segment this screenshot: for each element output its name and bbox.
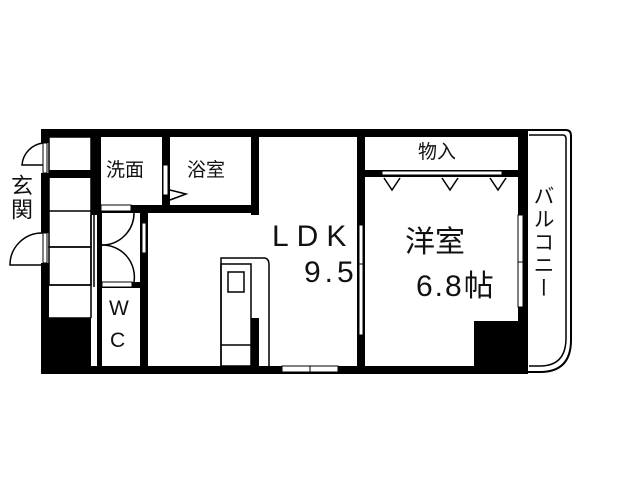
room-label-balcony: バルコニー [531,185,555,300]
room-label-monoire: 物入 [418,141,457,163]
room-label-wc-c: C [110,329,126,352]
room-size-ldk: 9.5 [304,256,358,289]
room-label-yoshitsu: 洋室 [405,225,465,260]
room-size-yoshitsu: 6.8帖 [416,270,496,303]
room-label-yokushitsu: 浴室 [187,159,226,181]
room-label-ldk: LDK [272,220,355,253]
room-label-genkan: 玄関 [7,174,32,222]
room-label-senmen: 洗面 [106,159,145,181]
room-label-wc-w: W [109,297,129,320]
